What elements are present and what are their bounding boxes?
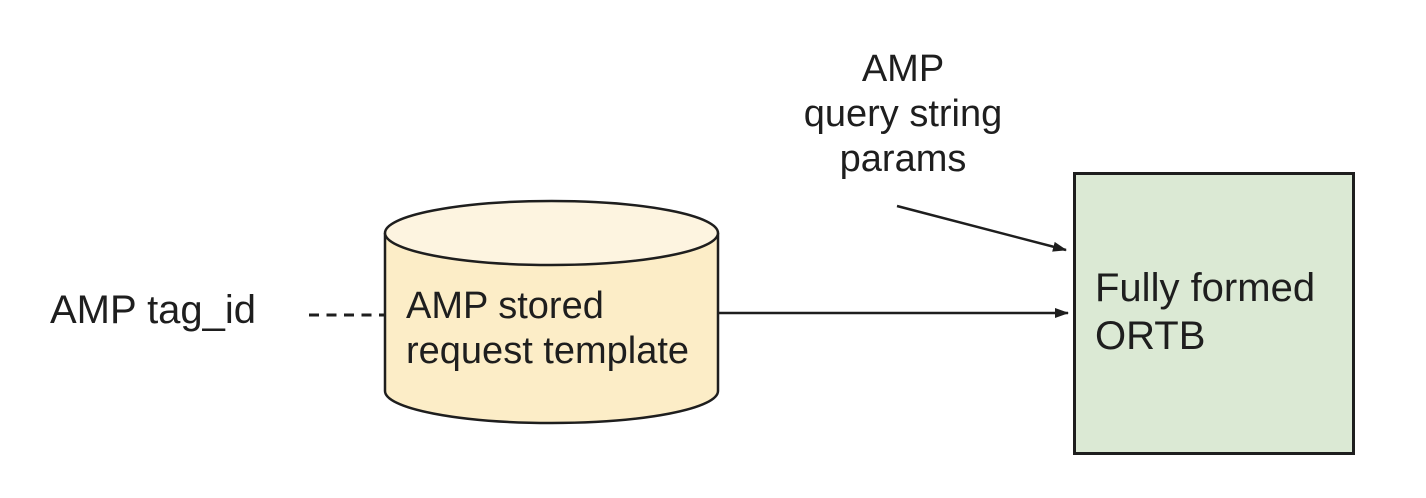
edge-queryparams-to-ortb: [896, 204, 1067, 252]
query-params-label-line2: query string: [803, 93, 1003, 135]
query-params-label: AMP query string params: [763, 47, 1043, 182]
ortb-label-line1: Fully formed: [1095, 266, 1316, 310]
amp-tag-id-label: AMP tag_id: [50, 288, 257, 332]
db-cylinder-top: [383, 199, 720, 267]
query-params-label-line1: AMP: [861, 48, 945, 90]
stored-request-label-line2: request template: [406, 330, 690, 372]
stored-request-label-line1: AMP stored: [406, 285, 604, 327]
ortb-label: Fully formed ORTB: [1095, 264, 1315, 360]
query-params-label-line3: params: [839, 138, 967, 180]
stored-request-label: AMP stored request template: [406, 284, 689, 374]
ortb-box: [1073, 172, 1355, 455]
db-cylinder-body: [383, 233, 720, 425]
ortb-label-line2: ORTB: [1095, 314, 1206, 358]
